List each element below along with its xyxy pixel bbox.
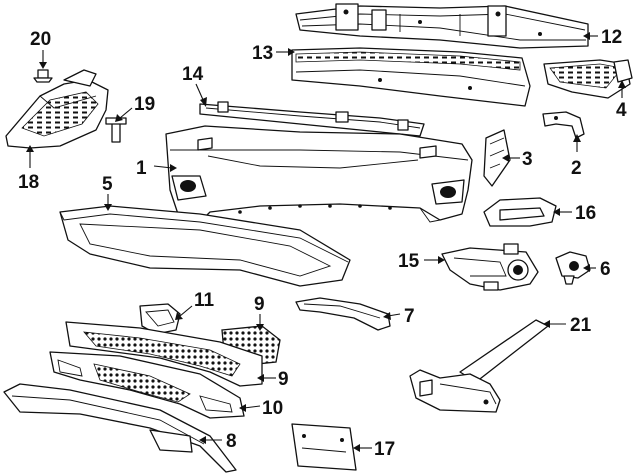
- callout-6: 6: [600, 259, 611, 280]
- part-21-tow-hook: [409, 319, 549, 413]
- callout-5: 5: [102, 174, 113, 195]
- callout-19: 19: [134, 94, 155, 115]
- callout-numbers: 1 2 3 4 5 6 7 8 9 9 10 11 12 13 14 15 16…: [18, 27, 627, 460]
- callout-9-upper: 9: [254, 294, 265, 315]
- callout-10: 10: [262, 398, 283, 419]
- callout-17: 17: [374, 439, 395, 460]
- callout-16: 16: [575, 203, 596, 224]
- callout-20: 20: [30, 29, 51, 50]
- part-20-push-pin: [33, 50, 53, 83]
- part-13-energy-absorber: [291, 47, 531, 107]
- part-18-underbody-shield: [5, 69, 109, 149]
- callout-14: 14: [182, 64, 204, 85]
- callout-13: 13: [252, 43, 273, 64]
- part-3-side-bracket: [483, 129, 511, 187]
- part-15-fog-lamp: [441, 243, 539, 291]
- callout-12: 12: [601, 27, 622, 48]
- callout-1: 1: [136, 158, 147, 179]
- part-10-grille-insert: [49, 351, 245, 419]
- part-16-fog-bezel: [483, 197, 557, 227]
- callout-3: 3: [522, 149, 533, 170]
- part-9-lower-grille: [65, 321, 263, 387]
- part-11-tow-cover: [139, 303, 181, 335]
- callout-8: 8: [226, 431, 237, 452]
- callout-21: 21: [570, 315, 592, 336]
- callout-2: 2: [571, 158, 582, 179]
- part-7-trim: [295, 297, 391, 331]
- part-1-bumper-fascia: [165, 125, 473, 231]
- part-5-lower-skid: [59, 205, 351, 287]
- leader-lines: [26, 32, 626, 452]
- callout-18: 18: [18, 172, 39, 193]
- part-12-reinforcement-beam: [295, 3, 589, 49]
- callout-15: 15: [398, 251, 420, 272]
- part-2-small-bracket: [542, 111, 585, 139]
- callout-9-lower: 9: [278, 369, 289, 390]
- part-8-lower-trim: [3, 383, 237, 473]
- part-4-bracket: [543, 59, 633, 99]
- callout-7: 7: [404, 306, 415, 327]
- callout-4: 4: [616, 100, 627, 121]
- part-17-license-bracket: [291, 423, 357, 471]
- callout-11: 11: [194, 290, 215, 311]
- part-14-upper-support: [199, 101, 425, 137]
